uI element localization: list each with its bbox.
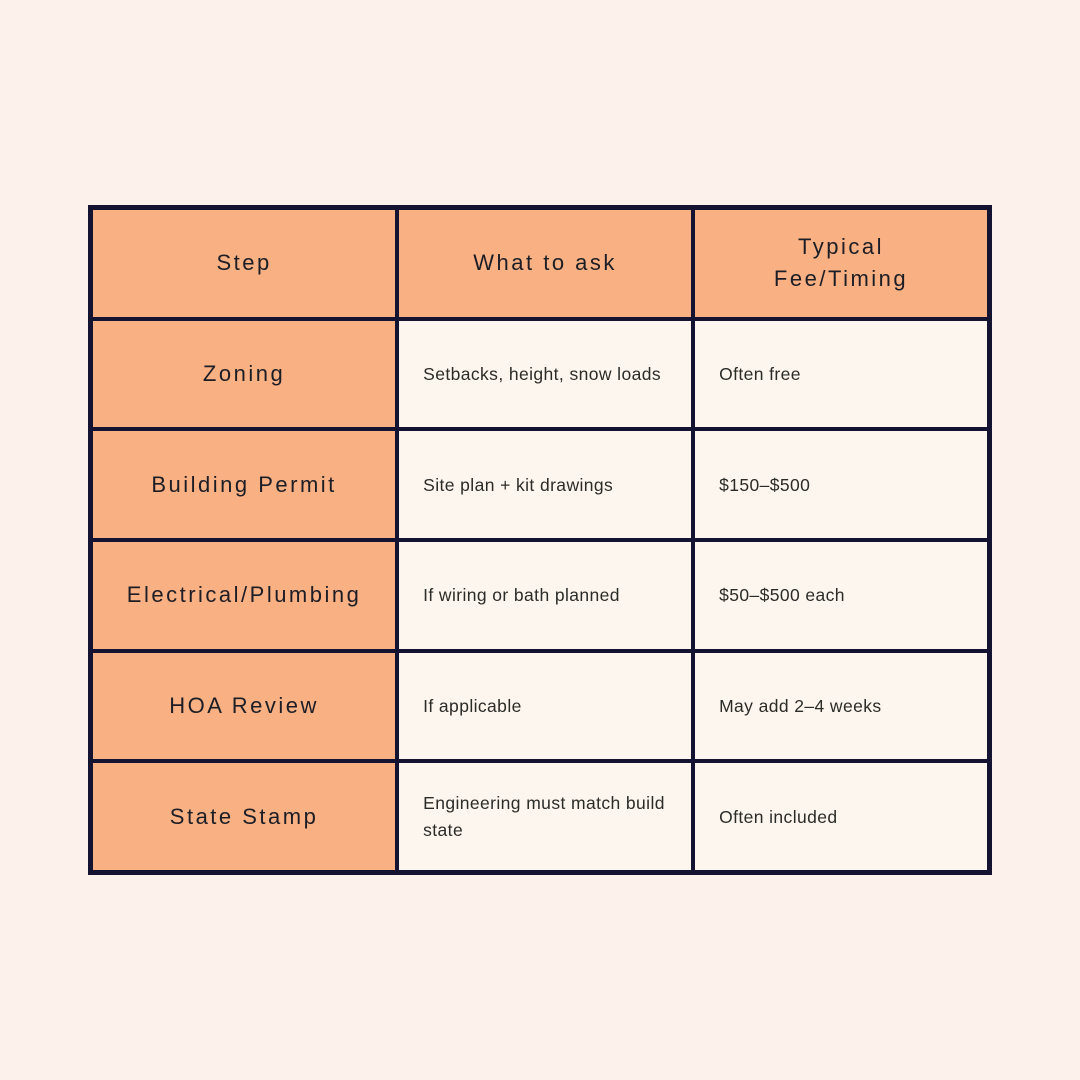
fee-text: May add 2–4 weeks [719, 695, 882, 716]
ask-text: Engineering must match build state [423, 793, 665, 840]
step-label: HOA Review [169, 692, 319, 718]
row-label-cell: State Stamp [93, 763, 396, 870]
fee-cell: $150–$500 [695, 431, 987, 538]
fee-text: $50–$500 each [719, 585, 845, 606]
fee-cell: Often free [695, 320, 987, 428]
row-label-cell: Building Permit [93, 431, 396, 538]
ask-cell: If wiring or bath planned [399, 541, 692, 649]
ask-text: If wiring or bath planned [423, 585, 620, 606]
header-cell-step: Step [93, 210, 396, 317]
ask-cell: If applicable [399, 652, 692, 760]
fee-cell: Often included [695, 763, 987, 870]
ask-text: If applicable [423, 695, 522, 716]
ask-cell: Setbacks, height, snow loads [399, 320, 692, 428]
ask-text: Site plan + kit drawings [423, 474, 614, 495]
ask-cell: Engineering must match build state [399, 763, 692, 870]
header-label-ask: What to ask [473, 250, 617, 276]
row-label-cell: Zoning [93, 320, 396, 428]
step-label: Electrical/Plumbing [126, 582, 362, 608]
ask-cell: Site plan + kit drawings [399, 431, 692, 538]
header-cell-ask: What to ask [399, 210, 692, 317]
header-label-fee: Typical Fee/Timing [773, 234, 909, 292]
fee-text: $150–$500 [719, 474, 811, 495]
fee-cell: $50–$500 each [695, 541, 987, 649]
row-label-cell: HOA Review [93, 652, 396, 760]
step-label: State Stamp [169, 803, 319, 829]
step-label: Building Permit [151, 471, 337, 497]
header-cell-fee: Typical Fee/Timing [695, 210, 987, 317]
header-label-step: Step [216, 250, 272, 276]
fee-text: Often included [719, 806, 838, 827]
ask-text: Setbacks, height, snow loads [423, 363, 662, 384]
row-label-cell: Electrical/Plumbing [93, 541, 396, 649]
permit-steps-table: Step What to ask Typical Fee/Timing Zoni… [88, 205, 992, 875]
fee-text: Often free [719, 363, 801, 384]
step-label: Zoning [202, 360, 286, 386]
fee-cell: May add 2–4 weeks [695, 652, 987, 760]
